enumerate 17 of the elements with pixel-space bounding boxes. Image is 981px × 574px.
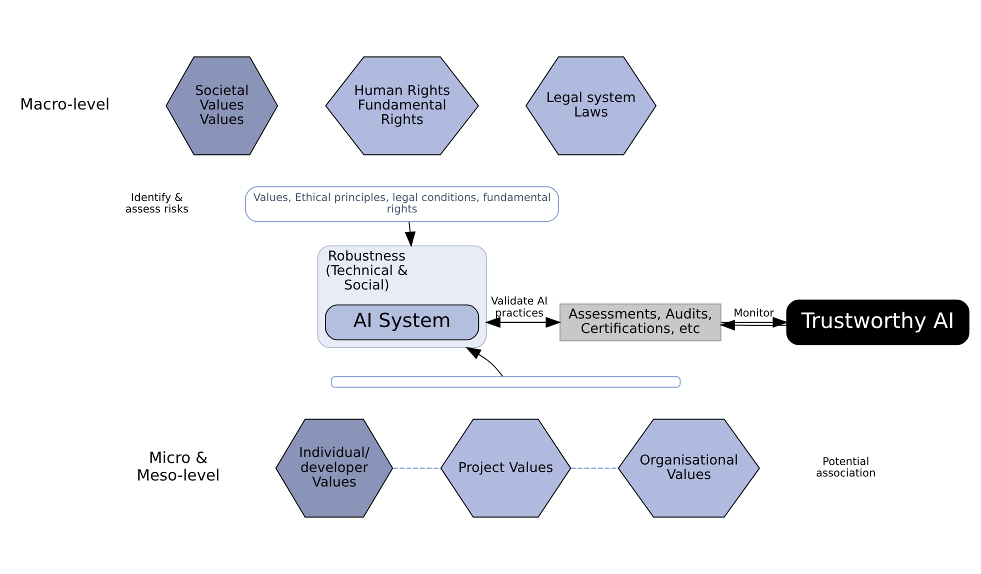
label: Macro-level	[20, 95, 110, 114]
arrow	[404, 221, 416, 248]
node-box: AI System	[325, 304, 480, 340]
connector	[392, 468, 441, 469]
arrow	[720, 316, 788, 328]
node-box: Trustworthy AI	[786, 300, 970, 346]
label: Identify & assess risks	[125, 191, 189, 216]
node-box: Assessments, Audits, Certifications, etc	[560, 303, 722, 342]
arrow	[719, 320, 788, 331]
edge-label: Monitor	[734, 306, 774, 320]
node-box: Values, Ethical principles, legal conditions, fundamental rights	[245, 186, 560, 222]
edge-label: Validate AI practices	[490, 294, 548, 320]
arrow	[465, 346, 504, 377]
connector	[570, 468, 618, 469]
label: Micro & Meso-level	[136, 449, 220, 485]
label: Potential association	[816, 455, 876, 480]
node-bracket	[330, 376, 681, 388]
